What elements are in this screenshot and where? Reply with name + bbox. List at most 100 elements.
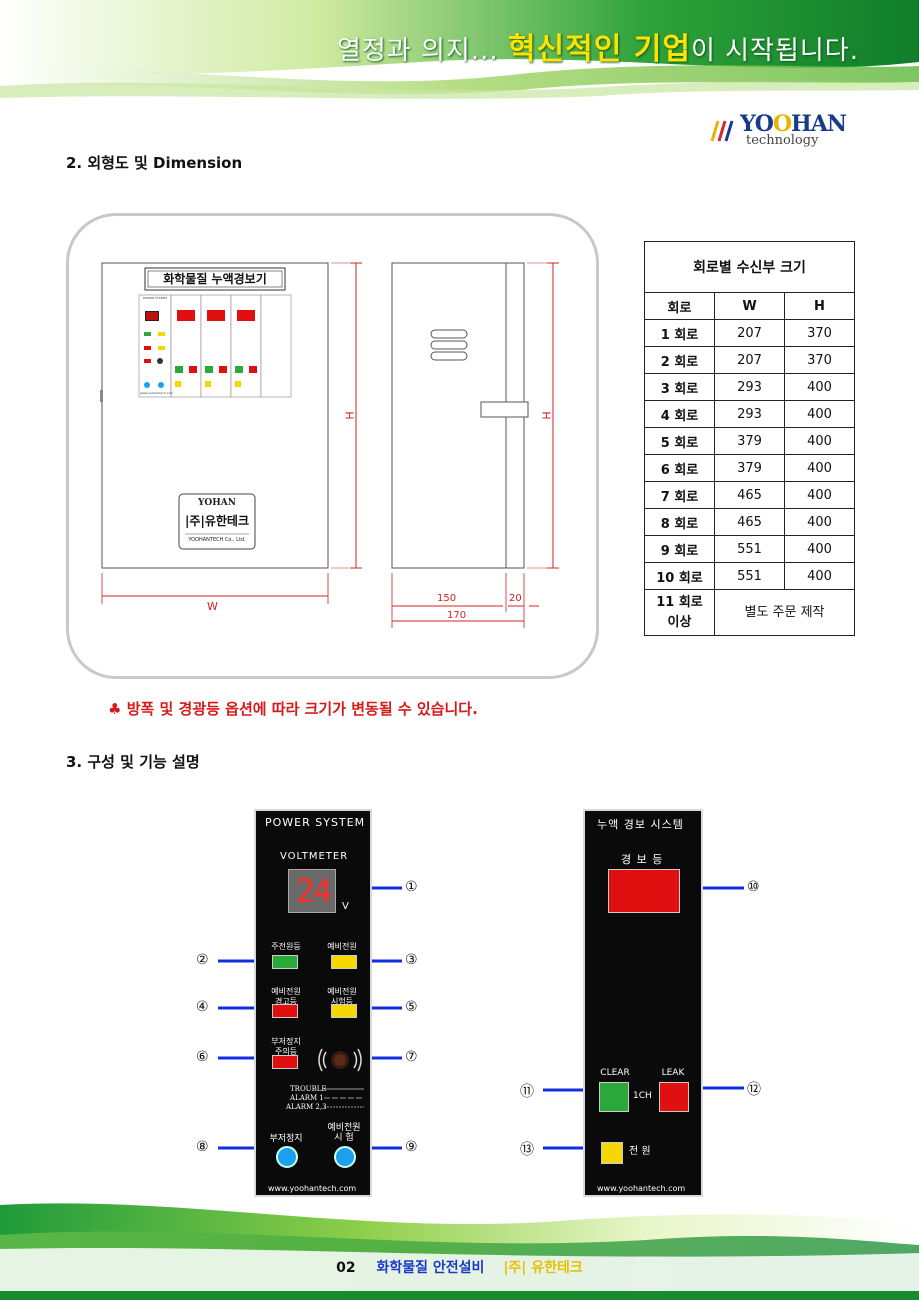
callout-5: ⑤ — [405, 999, 418, 1015]
alarm1-label: ALARM 1 — [290, 1094, 324, 1102]
page-footer — [0, 1195, 919, 1300]
clear-label: CLEAR — [600, 1068, 630, 1078]
callout-10: ⑩ — [747, 879, 760, 895]
custom-order-note: 별도 주문 제작 — [714, 589, 855, 636]
leak-alarm-panel: 누액 경보 시스템 경 보 등 CLEAR LEAK 1CH 전 원 www.y… — [583, 809, 703, 1197]
slogan-highlight: 혁신적인 기업 — [507, 32, 691, 67]
header-wave-graphic — [0, 0, 919, 99]
table-caption: 회로별 수신부 크기 — [644, 241, 855, 293]
page-header: 열정과 의지... 혁신적인 기업이 시작됩니다. — [0, 0, 919, 100]
callout-12: ⑫ — [747, 1082, 761, 1098]
dim-h-label-side: H — [540, 411, 554, 420]
backup-power-label: 예비전원 — [327, 942, 357, 951]
col-header-w: W — [714, 292, 785, 320]
dim-170-label: 170 — [447, 610, 467, 621]
table-header-row: 회로 W H — [644, 292, 855, 320]
footer-company: |주| 유한테크 — [503, 1260, 583, 1276]
callout-2: ② — [196, 952, 209, 968]
cabinet-title-label: 화학물질 누액경보기 — [163, 272, 267, 286]
power-panel-url: www.yoohantech.com — [268, 1184, 357, 1193]
alarm-legend-lines — [324, 1088, 364, 1108]
company-logo: YOOHAN technology — [708, 111, 853, 149]
dimension-drawing: 화학물질 누액경보기 POWER SYSTEM www.yoohantech.c… — [66, 213, 599, 679]
mini-panel-url: www.yoohantech.com — [140, 391, 174, 395]
callout-7: ⑦ — [405, 1049, 418, 1065]
section-2-title: 2. 외형도 및 Dimension — [66, 154, 243, 172]
callout-6: ⑥ — [196, 1049, 209, 1065]
size-variation-note: ♣ 방폭 및 경광등 옵션에 따라 크기가 변동될 수 있습니다. — [108, 700, 478, 718]
voltmeter-label: VOLTMETER — [280, 851, 349, 862]
page-number: 02 — [336, 1260, 356, 1276]
logo-stripes-icon — [710, 120, 734, 142]
footer-wave-graphic — [0, 1203, 919, 1300]
club-icon: ♣ — [108, 700, 122, 718]
buzzer-icon — [318, 1048, 362, 1072]
buzzer-stop-label: 부저정지 — [269, 1134, 303, 1144]
col-header-h: H — [784, 292, 855, 320]
leak-lamp — [659, 1082, 689, 1112]
power-label: 전 원 — [629, 1146, 651, 1157]
dim-h-label-front: H — [343, 411, 357, 420]
nameplate-logo: YOHAN — [198, 498, 236, 508]
dim-20-label: 20 — [509, 593, 522, 604]
logo-sub: technology — [746, 133, 819, 148]
power-panel-title: POWER SYSTEM — [265, 816, 366, 829]
backup-test-button[interactable] — [334, 1146, 356, 1168]
power-system-panel: POWER SYSTEM VOLTMETER 24 V 주전원등 예비전원 예비… — [254, 809, 372, 1197]
mini-panel-title: POWER SYSTEM — [142, 296, 168, 300]
power-lamp — [601, 1142, 623, 1164]
backup-warn-lamp — [272, 1004, 298, 1018]
voltmeter-display: 24 — [288, 869, 336, 913]
logo-name: YOOHAN — [740, 111, 847, 137]
callout-3: ③ — [405, 952, 418, 968]
section-3-title: 3. 구성 및 기능 설명 — [66, 753, 200, 771]
callout-11: ⑪ — [520, 1084, 534, 1100]
alarm-lamp-label: 경 보 등 — [621, 853, 664, 866]
buzzer-stop-button[interactable] — [276, 1146, 298, 1168]
dim-150-label: 150 — [437, 593, 457, 604]
col-header-circuit: 회로 — [644, 292, 715, 320]
callout-1: ① — [405, 879, 418, 895]
voltmeter-unit: V — [342, 901, 350, 912]
callout-13: ⑬ — [520, 1142, 534, 1158]
main-power-lamp — [272, 955, 298, 969]
cabinet-outline-drawing — [100, 262, 559, 628]
trouble-label: TROUBLE — [290, 1085, 327, 1093]
leak-label: LEAK — [661, 1068, 685, 1078]
voltmeter-value: 24 — [295, 872, 333, 910]
channel-label: 1CH — [633, 1091, 652, 1101]
backup-test-lamp — [331, 1004, 357, 1018]
dim-w-label: W — [207, 600, 218, 613]
buzzer-caution-lamp — [272, 1055, 298, 1069]
footer-text: 02 화학물질 안전설비 |주| 유한테크 — [0, 1257, 919, 1277]
callout-9: ⑨ — [405, 1139, 418, 1155]
nameplate-company: |주|유한테크 — [185, 514, 249, 528]
leak-panel-title: 누액 경보 시스템 — [597, 818, 684, 831]
clear-button[interactable] — [599, 1082, 629, 1112]
leak-panel-url: www.yoohantech.com — [597, 1184, 686, 1193]
nameplate-sub: YOOHANTECH Co., Ltd. — [188, 537, 246, 543]
alarm23-label: ALARM 2,3 — [286, 1103, 327, 1111]
header-slogan: 열정과 의지... 혁신적인 기업이 시작됩니다. — [336, 32, 859, 67]
callout-8: ⑧ — [196, 1139, 209, 1155]
alarm-lamp — [608, 869, 680, 913]
main-power-label: 주전원등 — [271, 942, 301, 951]
callout-4: ④ — [196, 999, 209, 1015]
